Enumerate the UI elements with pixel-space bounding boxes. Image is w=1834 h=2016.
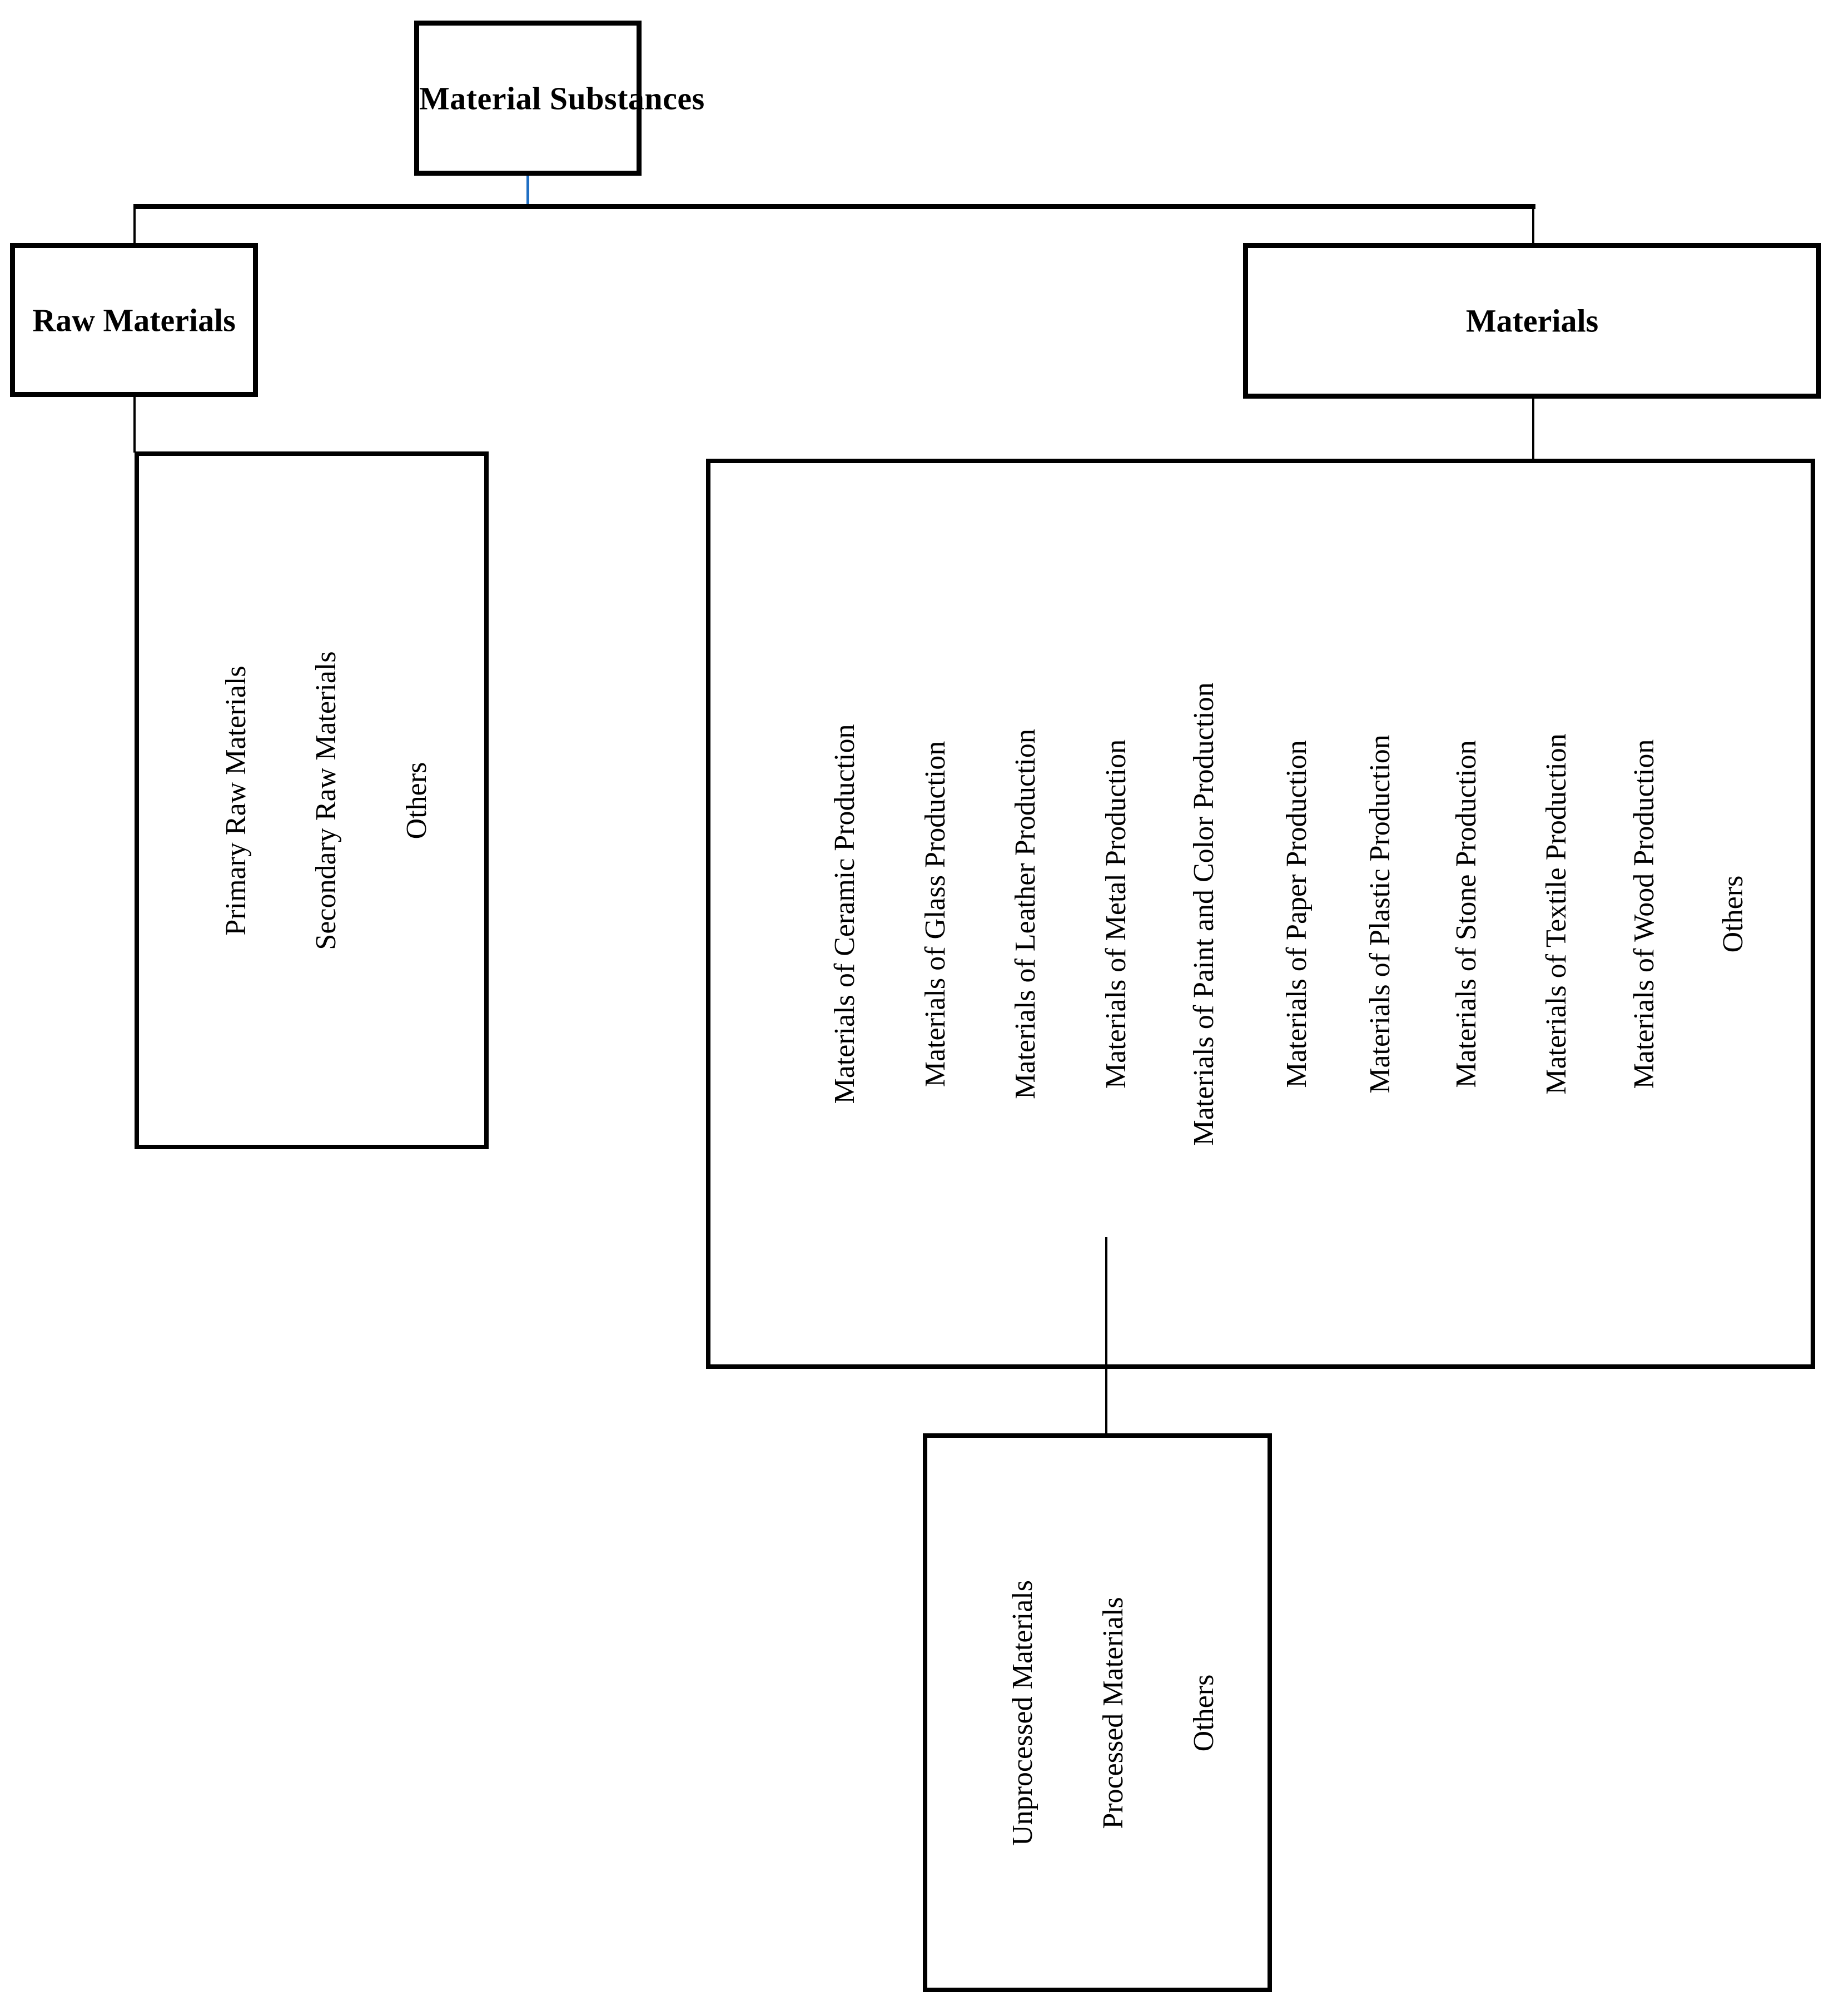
connector-bus-horizontal [135, 204, 1535, 209]
list-item[interactable]: Materials of Glass Production [920, 741, 951, 1087]
list-item[interactable]: Materials of Textile Production [1540, 733, 1572, 1095]
connector-bus-to-materials [1532, 204, 1534, 245]
node-materials-label: Materials [1465, 302, 1599, 339]
connector-metal-production-to-processed-panel [1105, 1237, 1107, 1434]
panel-metal-production-children: Unprocessed Materials Processed Material… [923, 1433, 1272, 1992]
list-item[interactable]: Materials of Paint and Color Production [1188, 682, 1220, 1146]
list-item[interactable]: Others [1717, 875, 1749, 952]
list-item[interactable]: Materials of Paper Production [1281, 739, 1313, 1088]
materials-label-column: Materials of Ceramic Production Material… [710, 463, 1811, 1364]
list-item[interactable]: Materials of Leather Production [1010, 728, 1041, 1099]
node-material-substances-label: Material Substances [419, 80, 705, 116]
list-item[interactable]: Materials of Ceramic Production [829, 723, 861, 1104]
raw-materials-label-column: Primary Raw Materials Secondary Raw Mate… [139, 456, 484, 1145]
connector-bus-to-raw-materials [133, 204, 136, 245]
panel-materials-children: Materials of Ceramic Production Material… [706, 459, 1815, 1369]
list-item[interactable]: Others [401, 762, 433, 839]
list-item[interactable]: Unprocessed Materials [1007, 1580, 1038, 1846]
list-item[interactable]: Processed Materials [1097, 1596, 1129, 1829]
list-item[interactable]: Materials of Plastic Production [1364, 734, 1396, 1094]
node-materials[interactable]: Materials [1243, 243, 1821, 399]
node-material-substances[interactable]: Material Substances [414, 21, 705, 176]
list-item[interactable]: Secondary Raw Materials [310, 651, 342, 950]
list-item[interactable]: Materials of Stone Production [1450, 739, 1482, 1088]
connector-materials-to-panel [1532, 399, 1534, 460]
list-item[interactable]: Others [1188, 1674, 1220, 1751]
node-raw-materials[interactable]: Raw Materials [10, 243, 258, 397]
list-item[interactable]: Primary Raw Materials [220, 665, 252, 936]
list-item[interactable]: Materials of Wood Production [1628, 739, 1660, 1089]
connector-root-stub [526, 176, 529, 206]
panel-raw-materials-children: Primary Raw Materials Secondary Raw Mate… [135, 451, 489, 1149]
node-raw-materials-label: Raw Materials [32, 302, 236, 338]
processed-materials-label-column: Unprocessed Materials Processed Material… [927, 1438, 1268, 1988]
list-item[interactable]: Materials of Metal Production [1100, 739, 1132, 1089]
connector-raw-materials-to-panel [133, 397, 136, 453]
